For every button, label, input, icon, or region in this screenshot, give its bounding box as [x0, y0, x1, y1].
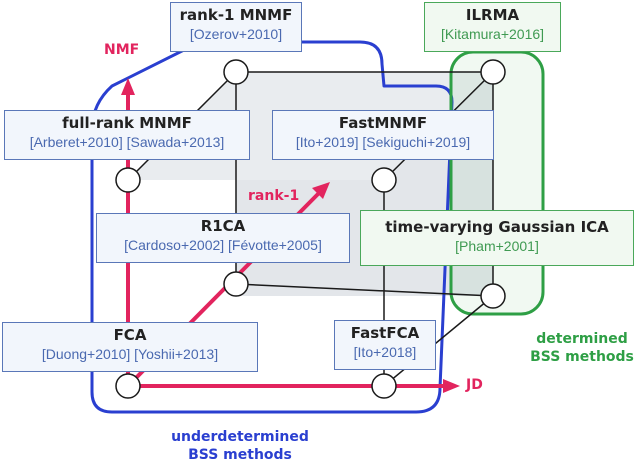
jd-arrowhead [443, 379, 460, 393]
vertex-fullrank-mnmf [115, 167, 141, 193]
underdetermined-label-line1: underdetermined [171, 429, 309, 445]
node-fullrank-mnmf: full-rank MNMF [Arberet+2010] [Sawada+20… [4, 110, 250, 160]
node-title: FCA [113, 326, 147, 344]
node-tvgica: time-varying Gaussian ICA [Pham+2001] [360, 210, 634, 266]
vertex-ilrma [480, 59, 506, 85]
node-citation: [Ozerov+2010] [189, 26, 283, 42]
node-title: ILRMA [465, 6, 520, 24]
rank1-axis-label: rank-1 [248, 188, 300, 204]
cube-edge [383, 295, 494, 387]
node-fastmnmf: FastMNMF [Ito+2019] [Sekiguchi+2019] [272, 110, 494, 160]
underdetermined-label-line2: BSS methods [188, 447, 292, 463]
node-title: time-varying Gaussian ICA [385, 218, 609, 236]
vertex-r1ca [223, 271, 249, 297]
cube-edge [235, 283, 494, 297]
node-title: full-rank MNMF [62, 114, 192, 132]
node-title: FastFCA [350, 324, 420, 342]
jd-axis-label: JD [466, 377, 483, 393]
vertex-tvgica [480, 283, 506, 309]
node-citation: [Ito+2018] [353, 344, 417, 360]
determined-label-line2: BSS methods [530, 349, 634, 365]
vertex-fastmnmf [371, 167, 397, 193]
node-r1ca: R1CA [Cardoso+2002] [Févotte+2005] [96, 213, 350, 263]
node-citation: [Cardoso+2002] [Févotte+2005] [124, 237, 322, 253]
node-title: FastMNMF [338, 114, 428, 132]
node-citation: [Pham+2001] [455, 238, 539, 254]
node-citation: [Kitamura+2016] [440, 26, 545, 42]
vertex-fca [115, 373, 141, 399]
determined-label: determined BSS methods [524, 330, 640, 366]
vertex-fastfca [371, 373, 397, 399]
node-fca: FCA [Duong+2010] [Yoshii+2013] [2, 322, 258, 372]
underdetermined-label: underdetermined BSS methods [160, 428, 320, 464]
vertex-rank1-mnmf [223, 59, 249, 85]
rank1-arrowhead [312, 182, 330, 199]
determined-region [449, 50, 545, 316]
determined-label-line1: determined [536, 331, 628, 347]
node-citation: [Arberet+2010] [Sawada+2013] [29, 134, 225, 150]
node-title: rank-1 MNMF [179, 6, 293, 24]
node-citation: [Ito+2019] [Sekiguchi+2019] [295, 134, 471, 150]
node-ilrma: ILRMA [Kitamura+2016] [424, 2, 561, 52]
nmf-axis-label: NMF [104, 42, 140, 58]
node-citation: [Duong+2010] [Yoshii+2013] [41, 346, 219, 362]
node-rank1-mnmf: rank-1 MNMF [Ozerov+2010] [170, 2, 302, 52]
nmf-arrowhead [121, 78, 135, 95]
node-fastfca: FastFCA [Ito+2018] [334, 320, 436, 370]
node-title: R1CA [200, 217, 246, 235]
